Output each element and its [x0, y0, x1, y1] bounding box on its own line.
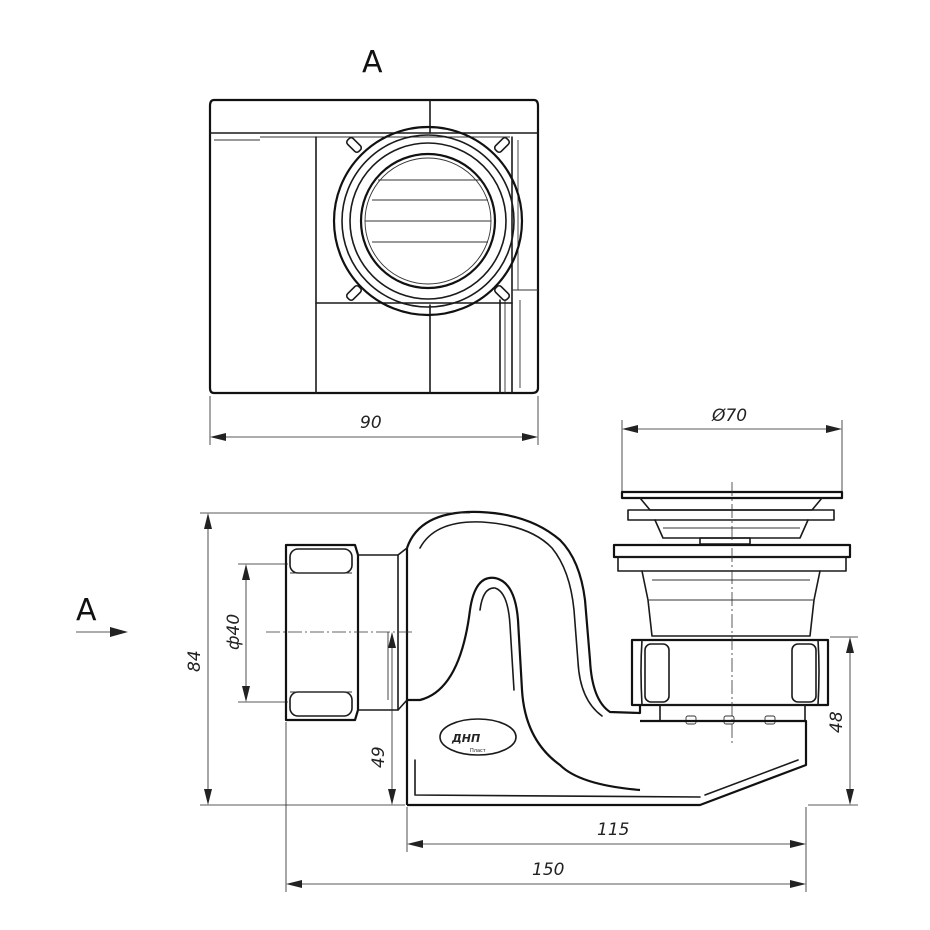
dimension-base-length: 115: [406, 807, 807, 852]
dimension-base-length-text: 115: [597, 820, 629, 840]
logo-text: ДНП: [451, 732, 480, 745]
dimension-total-length-text: 150: [532, 860, 564, 880]
view-arrow-label: A: [76, 593, 97, 628]
dimension-outlet-height: 48: [808, 636, 858, 806]
dimension-total-length: 150: [285, 722, 807, 892]
dimension-width-top: 90: [209, 396, 539, 445]
ring-lug: [493, 284, 511, 302]
dimension-inlet-diameter-text: ф40: [224, 614, 244, 650]
manufacturer-logo: ДНП Пласт: [439, 718, 517, 756]
siphon-body: [405, 510, 808, 807]
inlet-nut: [284, 543, 408, 722]
dimension-inlet-diameter: ф40: [224, 563, 288, 703]
top-view-outlet-ring: [332, 125, 524, 317]
dimension-width-top-text: 90: [360, 413, 382, 433]
dimension-total-height-text: 84: [185, 650, 205, 672]
view-a-title: A: [362, 45, 383, 80]
dimension-outlet-diameter: Ø70: [621, 406, 843, 495]
view-direction-arrow: A: [76, 593, 128, 637]
dimension-outlet-diameter-text: Ø70: [711, 406, 747, 426]
ring-lug: [345, 284, 363, 302]
logo-subtext: Пласт: [470, 748, 486, 754]
ring-lug: [345, 136, 363, 154]
dimension-inlet-axis-height: 49: [369, 632, 396, 805]
top-view-body: [208, 98, 540, 395]
dimension-total-height: 84: [185, 512, 470, 806]
dimension-inlet-axis-height-text: 49: [369, 746, 389, 768]
ring-lug: [493, 136, 511, 154]
dimension-outlet-height-text: 48: [827, 711, 847, 733]
